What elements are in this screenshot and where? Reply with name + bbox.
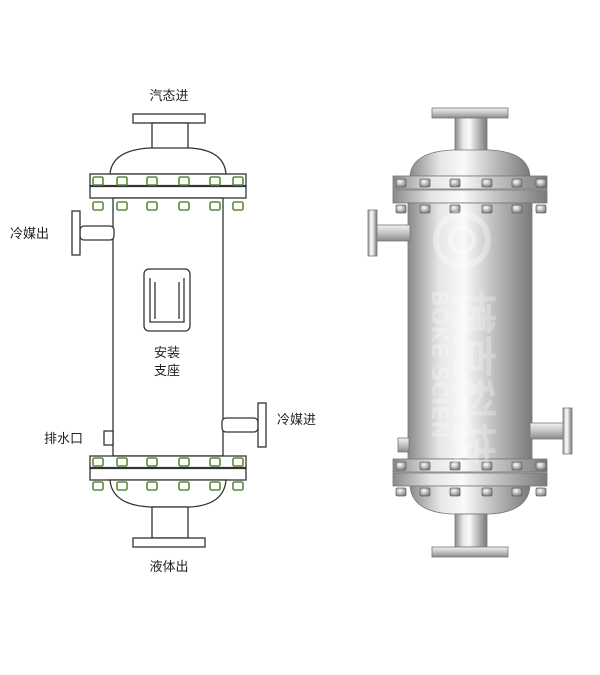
bolt-icon [116, 481, 128, 491]
drain-stub [103, 430, 114, 446]
label-coolant-out: 冷媒出 [10, 227, 49, 242]
bolt-icon [146, 201, 158, 211]
left-drawing-bolts [92, 176, 244, 491]
top-flange-upper [89, 173, 247, 187]
photo-right-pipe [529, 422, 565, 440]
coolant-out-pipe [79, 225, 115, 241]
bolt-icon [481, 487, 493, 497]
bottom-flange-upper [89, 455, 247, 469]
mount-support-inner [149, 278, 185, 323]
bottom-head [109, 479, 227, 508]
left-labels: 汽态进 冷媒出 安装 支座 冷媒进 排水口 液体出 [10, 89, 316, 575]
photo-top-head [409, 149, 531, 177]
bolt-icon [116, 457, 128, 467]
bolt-icon [92, 201, 104, 211]
bolt-icon [511, 204, 523, 214]
bolt-icon [419, 487, 431, 497]
bolt-icon [481, 204, 493, 214]
bolt-icon [419, 204, 431, 214]
bottom-outlet-flange [132, 537, 206, 548]
bolt-icon [395, 487, 407, 497]
bottom-outlet-pipe [151, 506, 189, 539]
bolt-icon [395, 204, 407, 214]
bolt-icon [178, 176, 190, 186]
bolt-icon [419, 461, 431, 471]
bolt-icon [511, 178, 523, 188]
bolt-icon [209, 176, 221, 186]
bolt-icon [395, 461, 407, 471]
bolt-icon [481, 461, 493, 471]
bolt-icon [178, 481, 190, 491]
bolt-icon [209, 201, 221, 211]
bolt-icon [146, 481, 158, 491]
rendered-photo [367, 107, 573, 558]
photo-bottom-pipe [454, 513, 488, 548]
photo-top-flange-a [392, 175, 548, 190]
bolt-icon [178, 457, 190, 467]
label-drain: 排水口 [44, 432, 83, 447]
photo-left-flange [367, 209, 378, 257]
bolt-icon [92, 457, 104, 467]
bolt-icon [116, 176, 128, 186]
top-head [109, 147, 227, 175]
bolt-icon [232, 176, 244, 186]
bolt-icon [146, 176, 158, 186]
photo-shell [407, 202, 533, 460]
photo-bottom-head [409, 485, 531, 515]
label-mount-2: 支座 [154, 364, 180, 379]
bolt-icon [481, 178, 493, 188]
top-flange-lower [89, 185, 247, 199]
bolt-icon [449, 461, 461, 471]
bolt-icon [178, 201, 190, 211]
bolt-icon [511, 461, 523, 471]
label-steam-in: 汽态进 [149, 89, 188, 104]
bolt-icon [511, 487, 523, 497]
bolt-icon [449, 487, 461, 497]
bolt-icon [449, 178, 461, 188]
bolt-icon [232, 201, 244, 211]
bolt-icon [535, 461, 547, 471]
bottom-flange-lower [89, 467, 247, 481]
watermark-en: BOKE SCIEN [426, 290, 451, 439]
photo-bottom-flange-b [392, 472, 548, 487]
photo-bottom-flange [431, 546, 509, 558]
label-coolant-in: 冷媒进 [277, 413, 316, 428]
photo-top-flange [431, 107, 509, 119]
top-inlet-pipe [151, 122, 189, 152]
line-drawing [71, 113, 267, 548]
coolant-in-pipe [221, 417, 259, 433]
top-inlet-flange [132, 113, 206, 124]
watermark-zh: 博克科技 [447, 290, 498, 466]
bolt-icon [535, 178, 547, 188]
photo-drain [397, 437, 410, 453]
photo-left-pipe [375, 224, 411, 242]
bolt-icon [116, 201, 128, 211]
photo-bottom-flange-a [392, 458, 548, 473]
bolt-icon [535, 487, 547, 497]
watermark-logo-icon [433, 211, 491, 269]
photo-top-pipe [454, 117, 488, 153]
bolt-icon [92, 481, 104, 491]
bolt-icon [146, 457, 158, 467]
bolt-icon [419, 178, 431, 188]
label-mount-1: 安装 [154, 346, 180, 361]
coolant-in-flange [257, 402, 267, 448]
photo-top-flange-b [392, 189, 548, 204]
bolt-icon [395, 178, 407, 188]
bolt-icon [449, 204, 461, 214]
bolt-icon [232, 481, 244, 491]
coolant-out-flange [71, 210, 81, 256]
bolt-icon [535, 204, 547, 214]
label-liquid-out: 液体出 [149, 560, 188, 575]
bolt-icon [92, 176, 104, 186]
bolt-icon [209, 481, 221, 491]
photo-right-flange [562, 407, 573, 455]
watermark: BOKE SCIEN 博克科技 [426, 211, 498, 466]
photo-bolts [395, 178, 547, 497]
bolt-icon [209, 457, 221, 467]
bolt-icon [232, 457, 244, 467]
